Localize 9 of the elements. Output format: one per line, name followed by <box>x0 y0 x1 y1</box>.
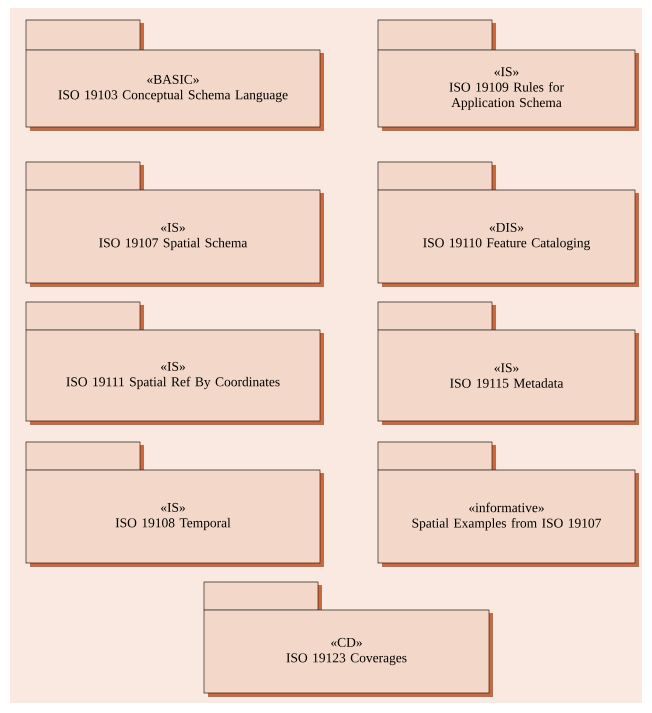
package-box: «informative» Spatial Examples from ISO 19107 <box>378 442 639 567</box>
package-box: «IS» ISO 19109 Rules for Application Schema <box>378 20 639 131</box>
package-box: «IS» ISO 19108 Temporal <box>26 442 324 567</box>
package-box: «IS» ISO 19107 Spatial Schema <box>26 162 324 287</box>
package-box: «IS» ISO 19115 Metadata <box>378 302 639 425</box>
package-box: «IS» ISO 19111 Spatial Ref By Coordinates <box>26 302 324 425</box>
package-box: «DIS» ISO 19110 Feature Cataloging <box>378 162 639 287</box>
package-box: «CD» ISO 19123 Coverages <box>204 582 493 697</box>
package-box: «BASIC» ISO 19103 Conceptual Schema Language <box>26 20 324 131</box>
